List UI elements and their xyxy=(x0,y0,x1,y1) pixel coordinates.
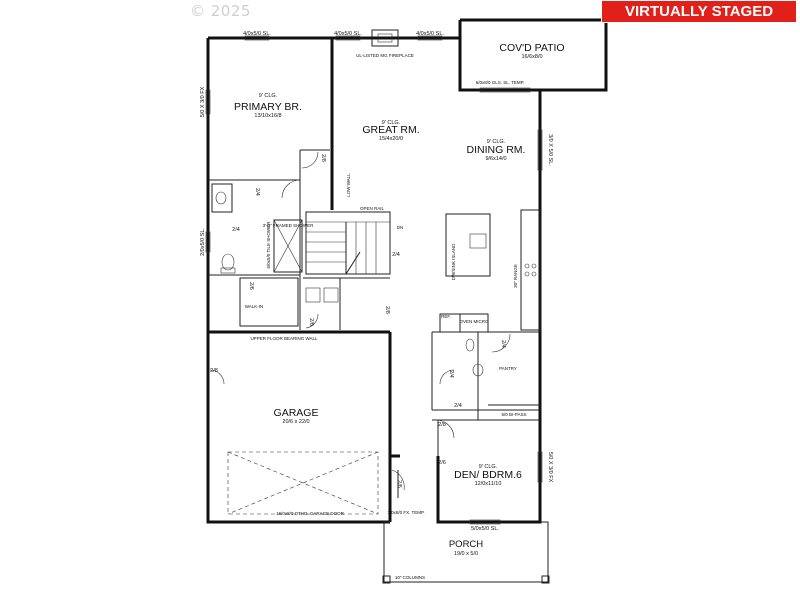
dimension-labels: 4/0x5/0 SL. 4/0x5/0 SL. 4/0x5/0 SL. 5/0 … xyxy=(200,31,553,532)
fireplace xyxy=(371,29,399,47)
plan-labels: WALK-IN PANTRY OPEN RAIL DN UL-LISTED MG… xyxy=(245,53,527,580)
pantry-label: PANTRY xyxy=(499,366,517,371)
door-dim: 2/6 xyxy=(248,282,254,290)
island-label: DW/SINK ISLAND xyxy=(451,243,456,281)
win-dining-side: 3/0 X 5/0 SL. xyxy=(547,134,553,166)
bypass-label: 5/0 BI-PASS xyxy=(502,412,527,417)
porch-name: PORCH xyxy=(449,539,483,550)
virtually-staged-badge: VIRTUALLY STAGED xyxy=(601,0,797,23)
door-dim: 2/4 xyxy=(448,370,454,378)
dn-label: DN xyxy=(397,225,404,230)
den-ceiling: 9' CLG. xyxy=(479,464,498,470)
copyright-watermark: © 2025 xyxy=(190,2,251,20)
great-size: 15/4x20/0 xyxy=(379,136,403,142)
walk-in-label: WALK-IN xyxy=(245,304,264,309)
patio-door-label: 6/0x8/0 GLS. SL. TEMP. xyxy=(476,80,525,85)
room-primary: 9' CLG. PRIMARY BR. 13/10x16/8 xyxy=(234,93,302,119)
great-ceiling: 9' CLG. xyxy=(382,120,401,126)
door-dim: 2/4 xyxy=(392,252,400,258)
door-dim: 2/6 xyxy=(308,318,314,326)
garage-door-label: 16/0x8/0 OTHD. GARAGE DOOR xyxy=(276,511,345,516)
win-top-left: 4/0x5/0 SL. xyxy=(243,31,271,37)
open-rail-label: OPEN RAIL xyxy=(360,206,385,211)
win-den-side: 5/0 X 3/0 FX xyxy=(547,452,553,483)
dining-size: 9/6x14/0 xyxy=(485,156,506,162)
porch-size: 19/0 x 5/0 xyxy=(454,551,478,557)
stairs xyxy=(305,211,391,275)
porch-outline xyxy=(382,521,550,584)
door-dim: 2/8 xyxy=(384,306,390,314)
door-dim: 2/4 xyxy=(454,403,462,409)
interior-walls xyxy=(208,38,540,456)
columns-label: 10" COLUMNS xyxy=(395,575,425,580)
room-garage: GARAGE 20/6 x 22/0 xyxy=(274,407,319,425)
door-dim: 2/4 xyxy=(254,188,260,196)
win-top-right: 4/0x5/0 SL. xyxy=(416,31,444,37)
ref-label: REF. xyxy=(441,314,451,319)
win-primary-side: 5/0 X 3/0 FX xyxy=(200,86,206,117)
den-name: DEN/ BDRM.6 xyxy=(454,469,522,481)
front-door-label: 1/0x8/0 FX. TEMP. xyxy=(387,510,424,515)
room-great: 9' CLG. GREAT RM. 15/4x20/0 xyxy=(362,120,419,142)
win-top-mid: 4/0x5/0 SL. xyxy=(334,31,362,37)
dining-name: DINING RM. xyxy=(467,144,526,156)
garage-door-outline xyxy=(227,451,379,515)
low-wall-label: LOW WALL xyxy=(346,173,351,197)
door-dim: 2/6 xyxy=(438,460,446,466)
room-porch: PORCH 19/0 x 5/0 xyxy=(449,539,483,557)
door-dim: 2/8 xyxy=(210,368,218,374)
bath-fixtures xyxy=(211,183,484,377)
door-dim: 2/8 xyxy=(320,154,326,162)
great-name: GREAT RM. xyxy=(362,124,419,136)
patio-name: COV'D PATIO xyxy=(499,42,564,54)
den-size: 12/0x11/10 xyxy=(475,481,502,487)
oven-label: OVEN MICRO xyxy=(459,319,489,324)
range-label: 30" RANGE xyxy=(513,264,518,288)
door-swings xyxy=(209,151,511,498)
primary-name: PRIMARY BR. xyxy=(234,101,302,113)
shower-label: 3'-0" FRAMED SHOWER xyxy=(263,223,314,228)
dining-ceiling: 9' CLG. xyxy=(487,139,506,145)
door-dim: 2/8 xyxy=(438,422,446,428)
room-patio: COV'D PATIO 16/6x8/0 xyxy=(499,42,564,60)
room-dining: 9' CLG. DINING RM. 9/6x14/0 xyxy=(467,139,526,162)
garage-size: 20/6 x 22/0 xyxy=(282,419,309,425)
kitchen xyxy=(439,209,541,333)
bearing-wall-label: UPPER FLOOR BEARING WALL xyxy=(250,336,318,341)
door-dim: 2/4 xyxy=(500,340,506,348)
fireplace-label: UL-LISTED MG FIREPLACE xyxy=(356,53,414,58)
win-bath-side: 2/0x5/0 SL. xyxy=(200,228,206,256)
door-dim: 2/6 xyxy=(396,480,402,488)
patio-size: 16/6x8/0 xyxy=(521,54,542,60)
garage-name: GARAGE xyxy=(274,407,319,419)
room-den: 9' CLG. DEN/ BDRM.6 12/0x11/10 xyxy=(454,464,522,487)
covered-patio xyxy=(460,18,608,92)
tile-shower-label: 6/0x5/0 TILE SHOWER xyxy=(266,221,271,269)
windows xyxy=(205,35,543,525)
door-dim: 2/4 xyxy=(232,227,240,233)
primary-size: 13/10x16/8 xyxy=(254,113,281,119)
primary-ceiling: 9' CLG. xyxy=(259,93,278,99)
win-den-bottom: 5/0x5/0 SL. xyxy=(471,526,499,532)
